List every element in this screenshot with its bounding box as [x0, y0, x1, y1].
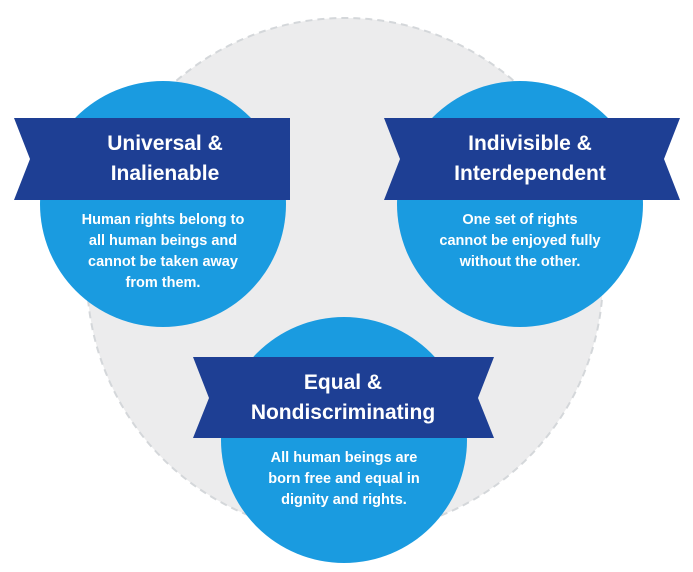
desc-line: cannot be enjoyed fully	[439, 233, 601, 249]
card-indivisible-circle	[397, 81, 643, 327]
desc-line: all human beings and	[88, 233, 238, 249]
desc-line: One set of rights	[462, 212, 578, 228]
card-equal-ribbon	[193, 357, 494, 438]
card-universal-ribbon	[14, 118, 290, 200]
card-indivisible-ribbon	[384, 118, 680, 200]
title-line: Equal &	[303, 371, 383, 394]
desc-line: born free and equal in	[268, 471, 420, 487]
title-line: Indivisible &	[468, 132, 592, 155]
card-equal-circle	[221, 317, 467, 563]
title-line: Interdependent	[454, 162, 606, 185]
card-equal-description: All human beings are born free and equal…	[239, 448, 449, 511]
desc-line: Human rights belong to	[81, 212, 245, 228]
desc-line: cannot be taken away	[88, 254, 238, 270]
desc-line: without the other.	[459, 254, 581, 270]
desc-line: from them.	[125, 275, 201, 291]
desc-line: dignity and rights.	[281, 492, 407, 508]
title-line: Nondiscriminating	[250, 401, 436, 424]
card-equal-title: Equal & Nondiscriminating	[205, 368, 481, 428]
card-indivisible-title: Indivisible & Interdependent	[395, 129, 665, 189]
card-universal-title: Universal & Inalienable	[40, 129, 290, 189]
title-line: Inalienable	[110, 162, 220, 185]
title-line: Universal &	[107, 132, 223, 155]
card-indivisible-description: One set of rights cannot be enjoyed full…	[415, 210, 625, 273]
card-universal-description: Human rights belong to all human beings …	[48, 210, 278, 294]
desc-line: All human beings are	[270, 450, 418, 466]
